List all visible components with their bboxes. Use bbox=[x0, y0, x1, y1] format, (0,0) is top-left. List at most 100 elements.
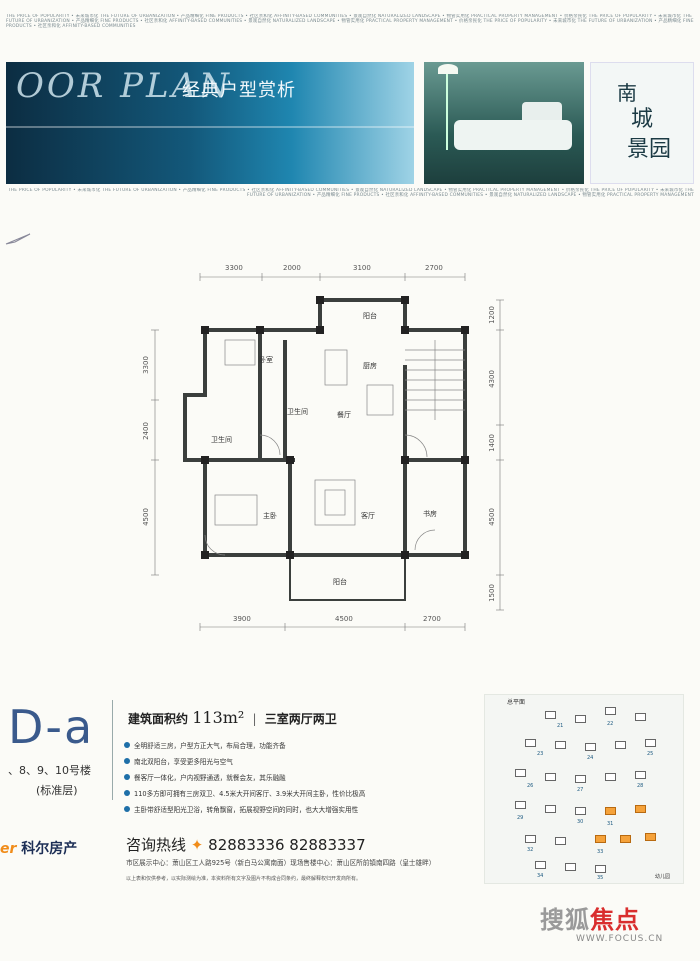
floor-plan-drawing bbox=[151, 273, 504, 631]
area-label: 建筑面积约 bbox=[128, 712, 189, 726]
building-number: 26 bbox=[527, 783, 534, 789]
room-balcony-bottom: 阳台 bbox=[333, 578, 347, 586]
dim-top-2: 2000 bbox=[283, 264, 301, 272]
building-block bbox=[535, 861, 546, 869]
building-block bbox=[595, 865, 606, 873]
bullet-icon bbox=[124, 758, 130, 764]
dim-bottom-2: 4500 bbox=[335, 615, 353, 623]
divider-line bbox=[112, 700, 113, 800]
logo-char-2: 城 bbox=[631, 107, 654, 132]
dim-left-3: 4500 bbox=[141, 508, 150, 526]
building-number: 31 bbox=[607, 821, 614, 827]
banner: OOR PLAN 经典户型赏析 bbox=[6, 62, 414, 184]
room-bath-1: 卫生间 bbox=[211, 436, 232, 444]
unit-type-code: D-a bbox=[8, 700, 95, 754]
site-map-label: 总平面 bbox=[507, 699, 526, 706]
highlighted-building bbox=[605, 807, 616, 815]
floor-plan: 3300 2000 3100 2700 3900 4500 2700 3300 … bbox=[135, 255, 510, 640]
building-number: 21 bbox=[557, 723, 564, 729]
building-number: 25 bbox=[647, 751, 654, 757]
dim-left-1: 3300 bbox=[141, 356, 150, 374]
building-number: 22 bbox=[607, 721, 614, 727]
building-block bbox=[525, 739, 536, 747]
building-number: 28 bbox=[637, 783, 644, 789]
area-separator: | bbox=[252, 712, 257, 726]
star-icon: ✦ bbox=[190, 836, 204, 854]
dim-bottom-1: 3900 bbox=[233, 615, 251, 623]
dim-right-5: 1500 bbox=[487, 584, 496, 602]
room-bath-2: 卫生间 bbox=[287, 408, 308, 416]
dim-top-4: 2700 bbox=[425, 264, 443, 272]
hotline: 咨询热线 ✦ 82883336 82883337 bbox=[126, 834, 366, 855]
watermark-logo: 搜狐焦点 bbox=[540, 900, 640, 935]
highlighted-building bbox=[620, 835, 631, 843]
highlighted-building bbox=[595, 835, 606, 843]
building-block bbox=[635, 771, 646, 779]
lamp-shade bbox=[438, 64, 458, 74]
banner-title: 经典户型赏析 bbox=[182, 80, 296, 101]
dim-right-3: 1400 bbox=[487, 434, 496, 452]
bullet-icon bbox=[124, 790, 130, 796]
room-dining: 餐厅 bbox=[337, 411, 351, 419]
building-block bbox=[575, 775, 586, 783]
room-study: 书房 bbox=[423, 510, 437, 518]
area-value: 113m² bbox=[192, 708, 245, 727]
sofa bbox=[454, 120, 572, 150]
building-block bbox=[635, 713, 646, 721]
feature-item: 餐客厅一体化，户内视野通透，就餐会友，其乐融融 bbox=[124, 772, 464, 782]
bullet-icon bbox=[124, 742, 130, 748]
building-block bbox=[645, 739, 656, 747]
watermark-part2: 焦点 bbox=[590, 906, 640, 934]
room-master: 主卧 bbox=[263, 512, 277, 520]
building-block bbox=[565, 863, 576, 871]
feature-text: 110多方即可拥有三房双卫、4.5米大开间客厅、3.9米大开间主卧，性价比极高 bbox=[134, 790, 366, 798]
feature-item: 全明舒适三房，户型方正大气，布局合理，功能齐备 bbox=[124, 740, 464, 750]
building-block bbox=[575, 807, 586, 815]
building-block bbox=[615, 741, 626, 749]
watermark-url: WWW.FOCUS.CN bbox=[576, 934, 664, 944]
room-kitchen: 厨房 bbox=[363, 362, 377, 370]
building-number: 27 bbox=[577, 787, 584, 793]
building-block bbox=[515, 801, 526, 809]
micro-text-bottom: THE PRICE OF POPULARITY • 未来城市化 THE FUTU… bbox=[7, 188, 694, 198]
developer-logo: er 科尔房产 bbox=[0, 838, 77, 858]
paper-plane-icon bbox=[5, 233, 31, 245]
building-block bbox=[605, 707, 616, 715]
feature-text: 主卧带舒适型阳光卫浴，转角飘窗，拓展视野空间的同时，也大大增强实用性 bbox=[134, 806, 359, 814]
building-number: 34 bbox=[537, 873, 544, 879]
building-number: 29 bbox=[517, 815, 524, 821]
phone-1: 82883336 bbox=[208, 836, 285, 854]
feature-text: 南北双阳台，享受更多阳光与空气 bbox=[134, 758, 233, 766]
area-heading: 建筑面积约 113m² | 三室两厅两卫 bbox=[128, 708, 337, 727]
interior-photo bbox=[424, 62, 584, 184]
watermark-part1: 搜狐 bbox=[540, 906, 590, 934]
building-block bbox=[515, 769, 526, 777]
hotline-label: 咨询热线 bbox=[126, 836, 187, 854]
project-logo: 南 城 景园 bbox=[590, 62, 694, 184]
building-number: 33 bbox=[597, 849, 604, 855]
feature-item: 南北双阳台，享受更多阳光与空气 bbox=[124, 756, 464, 766]
building-block bbox=[525, 835, 536, 843]
kindergarten-label: 幼儿园 bbox=[655, 874, 671, 880]
banner-big-text: OOR PLAN bbox=[16, 66, 232, 106]
building-block bbox=[605, 773, 616, 781]
dim-top-1: 3300 bbox=[225, 264, 243, 272]
building-block bbox=[555, 741, 566, 749]
dim-right-2: 4300 bbox=[487, 370, 496, 388]
banner-stripe bbox=[6, 126, 414, 128]
dim-right-4: 4500 bbox=[487, 508, 496, 526]
dim-top-3: 3100 bbox=[353, 264, 371, 272]
building-block bbox=[585, 743, 596, 751]
building-number: 35 bbox=[597, 875, 604, 881]
standard-floor: (标准层) bbox=[36, 784, 78, 797]
brand-name: 科尔房产 bbox=[21, 841, 78, 857]
building-number: 32 bbox=[527, 847, 534, 853]
feature-item: 主卧带舒适型阳光卫浴，转角飘窗，拓展视野空间的同时，也大大增强实用性 bbox=[124, 804, 464, 814]
bullet-icon bbox=[124, 774, 130, 780]
room-balcony-top: 阳台 bbox=[363, 312, 377, 320]
dim-right-1: 1200 bbox=[487, 306, 496, 324]
building-block bbox=[545, 773, 556, 781]
phone-2: 82883337 bbox=[289, 836, 366, 854]
feature-item: 110多方即可拥有三房双卫、4.5米大开间客厅、3.9米大开间主卧，性价比极高 bbox=[124, 788, 464, 798]
bullet-icon bbox=[124, 806, 130, 812]
